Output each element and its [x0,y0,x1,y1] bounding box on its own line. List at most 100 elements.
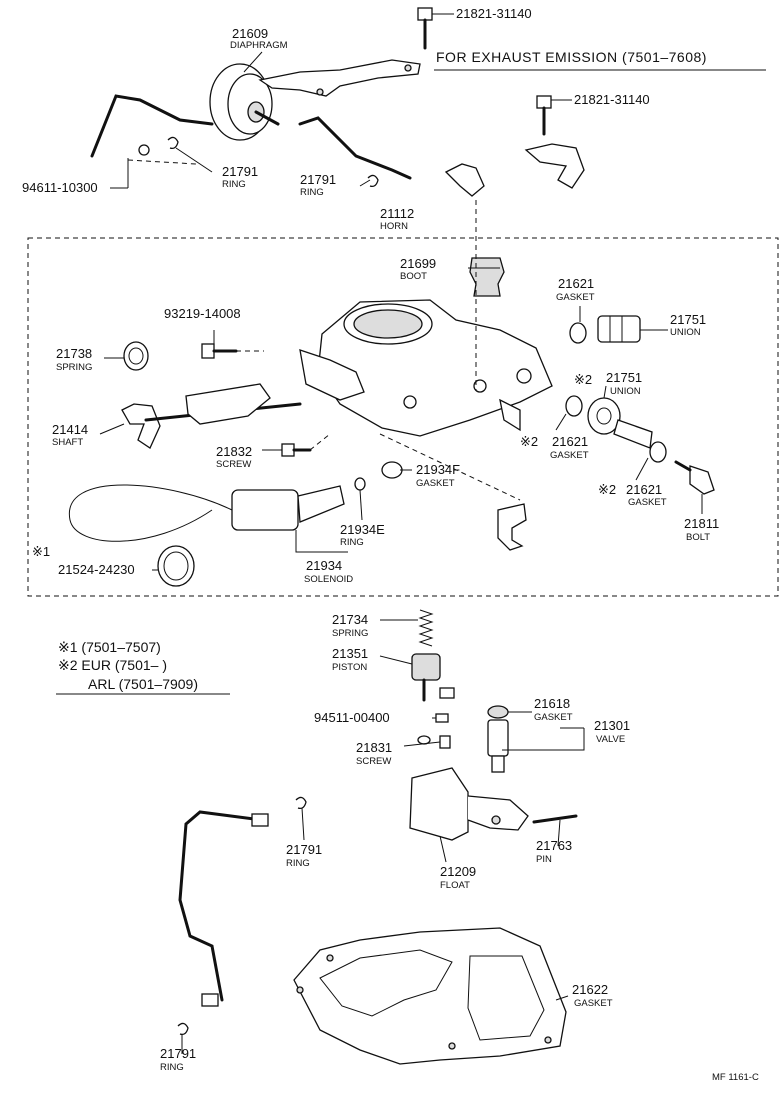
callout-21609: 21609 DIAPHRAGM [230,26,288,51]
callout-21621-c: ※2 21621 GASKET [598,482,667,508]
svg-text:21763: 21763 [536,838,572,853]
svg-text:21811: 21811 [684,516,719,531]
note-2: ※2 EUR (7501– ) [58,657,167,673]
callout-21934e: 21934E RING [340,522,385,548]
valve-part [487,705,509,773]
svg-text:GASKET: GASKET [556,292,595,303]
svg-text:21618: 21618 [534,696,570,711]
svg-text:21414: 21414 [52,422,88,437]
svg-text:21734: 21734 [332,612,368,627]
callout-93219: 93219-14008 [164,306,241,321]
svg-text:21791: 21791 [300,172,336,187]
callout-21301: 21301 VALVE [594,718,630,745]
note-1: ※1 (7501–7507) [58,639,161,655]
callout-21763: 21763 PIN [536,838,572,865]
svg-text:UNION: UNION [610,386,641,397]
callout-21751-a: 21751 UNION [670,312,706,338]
fuel-pipe [178,810,264,1002]
callout-21934f: 21934F GASKET [416,462,460,489]
callout-21791-a: 21791 RING [222,164,258,190]
callout-21351: 21351 PISTON [332,646,368,673]
callout-21699: 21699 BOOT [400,256,436,282]
svg-text:RING: RING [300,187,324,198]
svg-text:SPRING: SPRING [332,628,368,639]
shaft-part [121,383,302,449]
callout-21621-b: ※2 21621 GASKET [520,434,589,461]
svg-text:21699: 21699 [400,256,436,271]
union-fitting [597,315,641,343]
svg-text:RING: RING [160,1062,184,1073]
mark-1: ※1 [32,544,50,559]
gasket-ring-icon-2 [565,395,583,417]
small-bracket [444,163,485,197]
callout-21621-a: 21621 GASKET [556,276,595,303]
callout-21821-right: 21821-31140 [574,92,650,107]
svg-text:SOLENOID: SOLENOID [304,574,353,585]
svg-text:21621: 21621 [558,276,594,291]
callout-21821-top: 21821-31140 [456,6,532,21]
svg-text:PISTON: PISTON [332,662,367,673]
callout-21618: 21618 GASKET [534,696,573,723]
screw-icon [201,343,238,359]
callout-21751-b: ※2 21751 UNION [574,370,642,397]
note-3: ARL (7501–7909) [88,676,198,692]
bracket-plate [524,143,585,189]
svg-text:21791: 21791 [286,842,322,857]
rod-right [298,116,412,180]
svg-text:FLOAT: FLOAT [440,880,470,891]
clip-ring-icon-2 [367,174,379,188]
leader-dash-3 [379,433,521,501]
clip-ring-icon [167,136,179,150]
callout-21791-c: 21791 RING [286,842,322,869]
svg-text:21301: 21301 [594,718,630,733]
svg-text:HORN: HORN [380,221,408,232]
callout-21734: 21734 SPRING [332,612,368,639]
callout-21112: 21112 HORN [380,206,414,232]
gasket-ring-icon-3 [649,441,667,463]
spring-icon [123,341,149,371]
bolt-icon-3 [674,460,715,495]
svg-text:SPRING: SPRING [56,362,92,373]
pin-part [532,814,578,824]
clip-ring-icon-4 [177,1022,189,1036]
callout-21832: 21832 SCREW [216,444,252,470]
svg-text:21622: 21622 [572,982,608,997]
svg-text:21751: 21751 [606,370,642,385]
horn-body [299,299,553,437]
callout-21414: 21414 SHAFT [52,422,88,448]
svg-text:21791: 21791 [160,1046,196,1061]
model-notes: ※1 (7501–7507) ※2 EUR (7501– ) ARL (7501… [56,639,230,695]
callout-21791-d: 21791 RING [160,1046,196,1073]
link-rod [90,94,214,158]
spring-piston [411,609,455,749]
bolt-icon-2 [536,95,552,136]
footer-code: MF 1161-C [712,1072,759,1083]
svg-text:VALVE: VALVE [596,734,625,745]
svg-text:21832: 21832 [216,444,252,459]
callout-21738: 21738 SPRING [56,346,92,373]
float-part [409,767,529,841]
banjo-union [587,397,653,449]
gasket-ring-icon [569,322,587,344]
leader-lines [99,13,703,1054]
svg-text:21609: 21609 [232,26,268,41]
svg-text:RING: RING [222,179,246,190]
gasket-plate [293,927,567,1065]
callout-21811: 21811 BOLT [684,516,719,543]
callout-21622: 21622 GASKET [572,982,613,1009]
clip-ring-icon-3 [295,796,307,810]
svg-text:21738: 21738 [56,346,92,361]
svg-text:RING: RING [340,537,364,548]
svg-text:21831: 21831 [356,740,392,755]
bolt-icon [417,7,433,50]
svg-text:SCREW: SCREW [216,459,251,470]
svg-text:RING: RING [286,858,310,869]
callout-21524: 21524-24230 [58,562,135,577]
solenoid-part [68,477,366,542]
svg-text:21621: 21621 [626,482,662,497]
svg-text:PIN: PIN [536,854,552,865]
callout-21791-b: 21791 RING [300,172,336,198]
callout-21831: 21831 SCREW [356,740,392,767]
svg-text:21621: 21621 [552,434,588,449]
